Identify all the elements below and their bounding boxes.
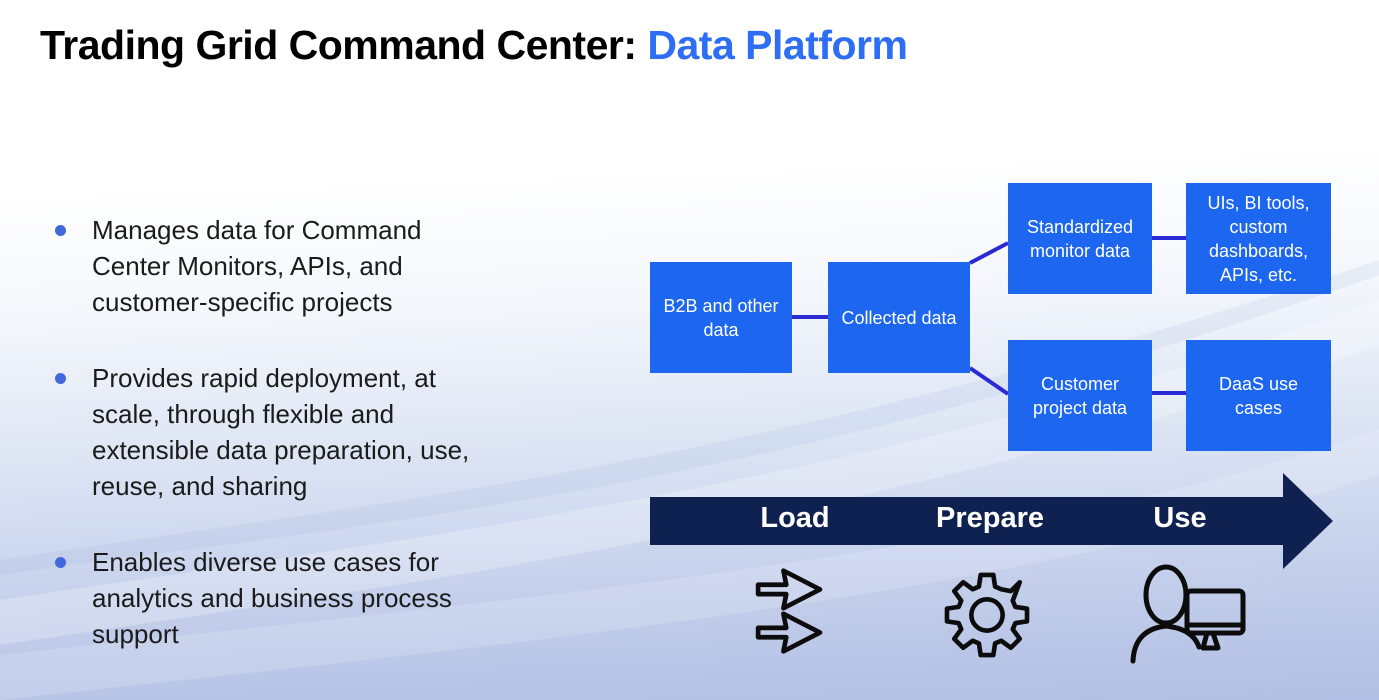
diagram-box-customer-project-data: Customer project data (1008, 340, 1152, 451)
diagram-box-collected-data: Collected data (828, 262, 970, 373)
diagram-box-daas-use-cases: DaaS use cases (1186, 340, 1331, 451)
process-step-use: Use (1153, 502, 1207, 534)
process-arrow-body (650, 497, 1283, 545)
bullet-item: Provides rapid deployment, at scale, thr… (46, 360, 546, 504)
double-arrow-right-icon (755, 568, 823, 654)
bullet-list: Manages data for Command Center Monitors… (46, 212, 546, 692)
bullet-text: Provides rapid deployment, at scale, thr… (92, 363, 470, 501)
process-step-prepare: Prepare (935, 502, 1044, 534)
bullet-dot-icon (55, 373, 66, 384)
diagram-box-standardized-monitor-data: Standardized monitor data (1008, 183, 1152, 294)
bullet-text: Manages data for Command Center Monitors… (92, 215, 422, 317)
title-prefix: Trading Grid Command Center: (40, 22, 648, 68)
gear-icon (944, 572, 1030, 658)
bullet-dot-icon (55, 225, 66, 236)
process-arrow-head (1283, 473, 1333, 569)
bullet-text: Enables diverse use cases for analytics … (92, 547, 452, 649)
bullet-item: Enables diverse use cases for analytics … (46, 544, 546, 652)
bullet-item: Manages data for Command Center Monitors… (46, 212, 546, 320)
diagram-box-uis-bi-tools: UIs, BI tools, custom dashboards, APIs, … (1186, 183, 1331, 294)
diagram-box-b2b-data: B2B and other data (650, 262, 792, 373)
person-monitor-icon (1130, 564, 1246, 664)
slide-title: Trading Grid Command Center: Data Platfo… (40, 22, 908, 69)
title-highlight: Data Platform (647, 22, 908, 68)
process-step-load: Load (760, 502, 830, 534)
bullet-dot-icon (55, 557, 66, 568)
